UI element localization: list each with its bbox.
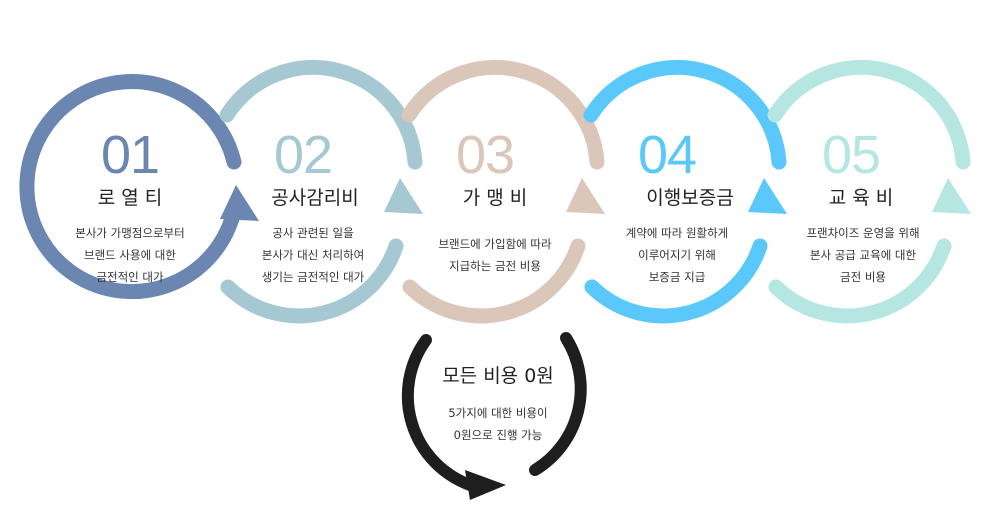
step-4-title: 이행보증금	[646, 187, 734, 209]
step-4-arrow-head	[748, 178, 787, 214]
step-4-line-3: 보증금 지급	[648, 270, 706, 284]
step-5-title: 교 육 비	[828, 187, 894, 209]
step-5-ring-lower	[768, 238, 952, 324]
step-3-title: 가 맹 비	[462, 187, 528, 209]
step-5-line-2: 본사 공급 교육에 대한	[809, 248, 917, 262]
step-1-title: 로 열 티	[97, 187, 163, 209]
step-3-line-1: 브랜드에 가입함에 따라	[438, 237, 552, 251]
step-3-number: 03	[455, 125, 515, 185]
summary-line-2: 0원으로 진행 가능	[453, 428, 543, 442]
step-4-ring-lower	[584, 238, 768, 324]
step-2-ring-lower	[220, 238, 404, 324]
step-3-description: 브랜드에 가입함에 따라 지급하는 금전 비용	[395, 233, 595, 277]
summary-arrow-head	[465, 470, 506, 500]
step-5-arrow-head	[932, 178, 971, 214]
summary-ring-right	[529, 332, 587, 476]
step-1-line-3: 금전적인 대가	[96, 270, 164, 284]
step-5-line-3: 금전 비용	[840, 270, 886, 284]
step-5-ring	[767, 59, 971, 170]
step-3-line-2: 지급하는 금전 비용	[449, 259, 541, 273]
step-1-line-1: 본사가 가맹점으로부터	[75, 226, 185, 240]
step-1-line-2: 브랜드 사용에 대한	[84, 248, 176, 262]
step-1-number: 01	[100, 125, 160, 185]
step-2-number: 02	[273, 125, 333, 185]
step-2-arrow-head	[384, 178, 423, 214]
summary-line-1: 5가지에 대한 비용이	[448, 406, 548, 420]
step-3-ring-lower	[402, 238, 586, 324]
step-5-description: 프랜차이즈 운영을 위해 본사 공급 교육에 대한 금전 비용	[763, 222, 963, 288]
step-3-ring	[401, 59, 605, 170]
step-4-line-2: 이루어지기 위해	[638, 248, 716, 262]
step-5-line-1: 프랜차이즈 운영을 위해	[806, 226, 920, 240]
step-1-arrow-head	[220, 185, 259, 221]
step-5-number: 05	[821, 125, 881, 185]
summary-title: 모든 비용 0원	[442, 365, 554, 387]
step-3-arrow-head	[566, 178, 605, 214]
step-4-description: 계약에 따라 원활하게 이루어지기 위해 보증금 지급	[577, 222, 777, 288]
step-2-line-1: 공사 관련된 일을	[272, 226, 354, 240]
step-2-title: 공사감리비	[271, 187, 359, 209]
step-2-description: 공사 관련된 일을 본사가 대신 처리하여 생기는 금전적인 대가	[213, 222, 413, 288]
step-1-ring	[19, 74, 242, 300]
step-2-line-2: 본사가 대신 처리하여	[261, 248, 365, 262]
step-1-description: 본사가 가맹점으로부터 브랜드 사용에 대한 금전적인 대가	[30, 222, 230, 288]
summary-ring-left	[401, 334, 476, 491]
step-2-ring	[219, 59, 423, 170]
step-4-number: 04	[637, 125, 697, 185]
step-4-ring	[583, 59, 787, 170]
summary-description: 5가지에 대한 비용이 0원으로 진행 가능	[398, 402, 598, 446]
step-2-line-3: 생기는 금전적인 대가	[261, 270, 365, 284]
step-4-line-1: 계약에 따라 원활하게	[625, 226, 729, 240]
